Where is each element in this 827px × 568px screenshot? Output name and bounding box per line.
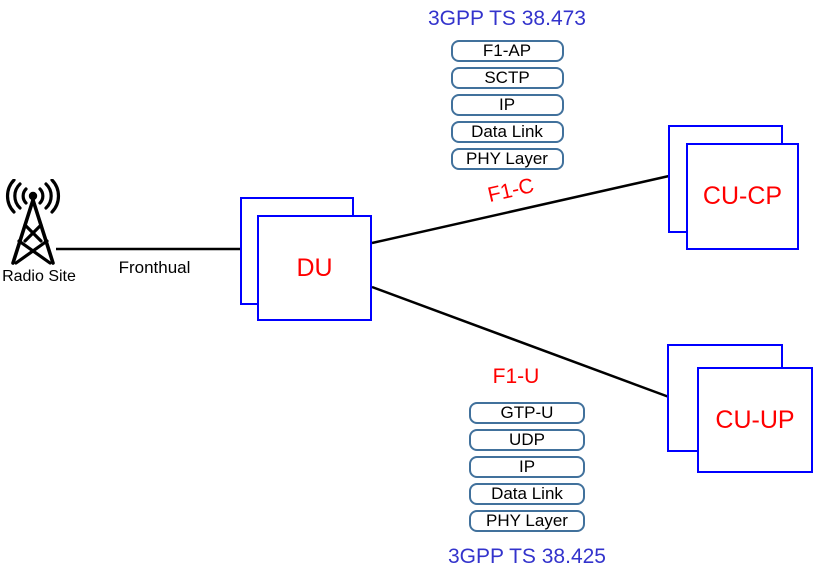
- node-cuup: CU-UP: [697, 367, 813, 473]
- f1c-layer-datalink: Data Link: [450, 121, 564, 143]
- f1u-layer-gtpu: GTP-U: [469, 402, 585, 424]
- node-cucp: CU-CP: [686, 143, 799, 250]
- f1u-layer-ip: IP: [469, 456, 585, 478]
- cuup-label: CU-UP: [715, 405, 795, 434]
- radio-tower-icon: [5, 178, 61, 267]
- f1u-protocol-stack: GTP-U UDP IP Data Link PHY Layer 3GPP TS…: [447, 402, 607, 568]
- fronthaul-label: Fronthual: [118, 258, 191, 277]
- f1u-spec-title: 3GPP TS 38.425: [447, 545, 606, 568]
- f1u-layer-datalink: Data Link: [469, 483, 585, 505]
- f1c-layer-f1ap: F1-AP: [450, 40, 564, 62]
- f1c-line: [371, 174, 670, 245]
- f1u-interface-label: F1-U: [492, 365, 540, 388]
- f1c-protocol-stack: 3GPP TS 38.473 F1-AP SCTP IP Data Link P…: [427, 7, 587, 170]
- f1c-layer-phy: PHY Layer: [450, 148, 564, 170]
- f1u-layer-udp: UDP: [469, 429, 585, 451]
- radio-site-label: Radio Site: [2, 268, 76, 285]
- du-label: DU: [296, 253, 333, 282]
- f1u-line: [371, 285, 670, 399]
- f1c-spec-title: 3GPP TS 38.473: [427, 7, 586, 30]
- f1c-layer-sctp: SCTP: [450, 67, 564, 89]
- f1c-layer-ip: IP: [450, 94, 564, 116]
- node-du: DU: [257, 215, 372, 321]
- f1u-layer-phy: PHY Layer: [469, 510, 585, 532]
- cucp-label: CU-CP: [702, 182, 783, 210]
